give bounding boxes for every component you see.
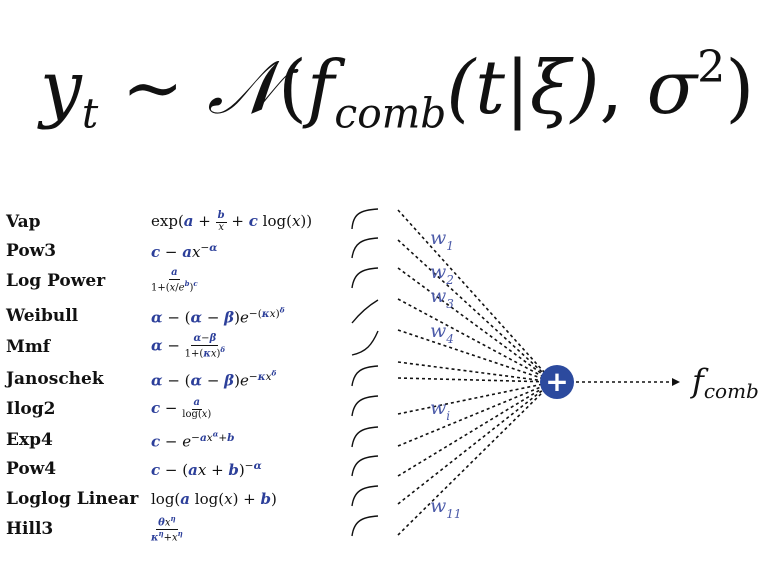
eq-sim: ∼ xyxy=(121,45,184,132)
model-name: Janoschek xyxy=(6,369,104,389)
output-label: fcomb xyxy=(690,362,759,403)
model-row-pow4: Pow4 c − (ax + b)−α xyxy=(6,456,262,482)
arrow-head-icon xyxy=(672,378,680,386)
model-row-janoschek: Janoschek α − (α − β)e−κxδ xyxy=(6,366,276,392)
model-name: Pow3 xyxy=(6,241,57,261)
curve-sketch-janoschek xyxy=(351,365,379,387)
eq-sigma-exp: 2 xyxy=(697,42,726,93)
model-name: Exp4 xyxy=(6,430,53,450)
edge-line xyxy=(397,361,554,383)
model-formula: α − (α − β)e−κxδ xyxy=(151,368,277,390)
edge-line xyxy=(397,329,554,383)
weight-label-i: wi xyxy=(430,397,450,423)
edge-line xyxy=(397,381,554,536)
curve-sketch-ilog2 xyxy=(351,395,379,417)
model-name: Pow4 xyxy=(6,459,57,479)
edge-line xyxy=(397,377,554,383)
curve-sketch-weibull xyxy=(351,299,379,324)
model-row-pow3: Pow3 c − ax−α xyxy=(6,238,217,264)
model-formula: c − ax−α xyxy=(151,241,218,261)
curve-sketch-mmf xyxy=(351,330,379,356)
model-row-exp4: Exp4 c − e−axα+b xyxy=(6,427,235,453)
edge-line xyxy=(397,381,554,477)
curve-sketch-log-power xyxy=(351,267,379,289)
model-formula: α − (α − β)e−(κx)δ xyxy=(151,305,285,327)
eq-args: (t|ξ) xyxy=(446,45,600,132)
eq-lhs: y xyxy=(40,45,82,132)
model-name: Mmf xyxy=(6,337,51,357)
model-name: Weibull xyxy=(6,306,79,326)
eq-sigma: σ xyxy=(646,45,698,132)
edge-line xyxy=(397,239,554,383)
model-row-weibull: Weibull α − (α − β)e−(κx)δ xyxy=(6,303,285,329)
edge-line xyxy=(397,298,554,383)
curve-sketch-hill3 xyxy=(351,515,379,537)
weight-label-1: w1 xyxy=(430,227,454,253)
weight-label-11: w11 xyxy=(430,495,462,521)
model-formula: log(a log(x) + b) xyxy=(151,490,277,508)
plus-icon: + xyxy=(545,365,568,398)
edge-line xyxy=(397,381,554,505)
curve-sketch-loglog-linear xyxy=(351,485,379,507)
edge-line xyxy=(397,381,554,415)
curve-sketch-pow4 xyxy=(351,455,379,477)
sum-combiner: + xyxy=(540,365,574,399)
eq-lhs-sub: t xyxy=(81,89,99,138)
curve-sketch-vap xyxy=(351,208,379,230)
combiner-circle xyxy=(540,365,574,399)
model-name: Loglog Linear xyxy=(6,489,139,509)
edge-line xyxy=(397,381,554,447)
model-name: Ilog2 xyxy=(6,399,56,419)
curve-sketch-pow3 xyxy=(351,237,379,259)
model-formula: c − e−axα+b xyxy=(151,429,235,451)
edge-line xyxy=(397,267,554,383)
weight-label-2: w2 xyxy=(430,261,454,287)
eq-func-sub: comb xyxy=(334,89,447,138)
eq-dist: 𝒩 xyxy=(207,45,279,132)
weight-label-4: w4 xyxy=(430,320,454,346)
model-name: Hill3 xyxy=(6,519,54,539)
model-row-loglog-linear: Loglog Linear log(a log(x) + b) xyxy=(6,486,277,512)
model-name: Log Power xyxy=(6,271,106,291)
weight-label-3: w3 xyxy=(430,285,454,311)
model-name: Vap xyxy=(6,212,41,232)
model-formula: c − (ax + b)−α xyxy=(151,459,262,479)
curve-sketch-exp4 xyxy=(351,426,379,448)
edge-line xyxy=(397,209,554,383)
main-equation: yt ∼ 𝒩(fcomb(t|ξ), σ2) xyxy=(40,42,755,138)
eq-func: f xyxy=(307,45,335,132)
